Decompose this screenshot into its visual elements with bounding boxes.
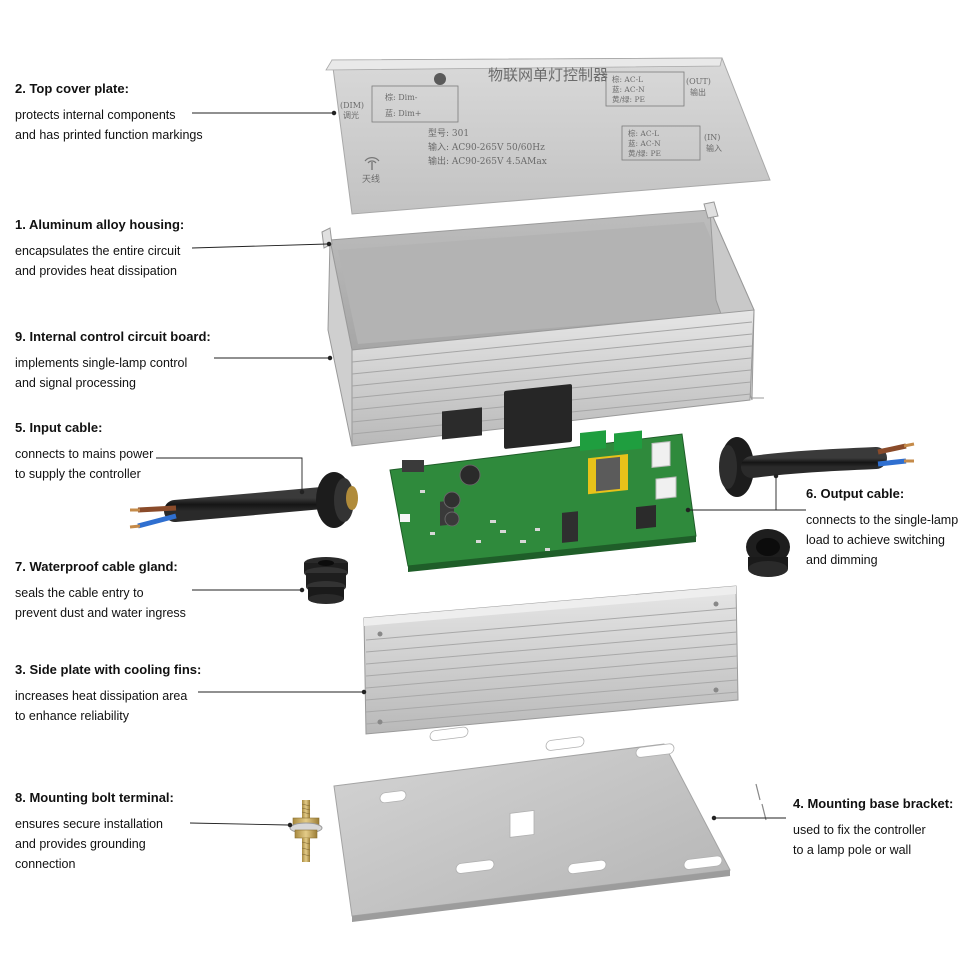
cover-product-name: 物联网单灯控制器: [488, 66, 608, 84]
callout-housing-desc-1: encapsulates the entire circuit: [15, 244, 181, 258]
cover-input-spec: 输入: AC90-265V 50/60Hz: [428, 141, 545, 153]
cover-in-n: 蓝: AC-N: [628, 138, 661, 148]
leader-lines: [156, 110, 806, 828]
callout-bolt: 8. Mounting bolt terminal: ensures secur…: [15, 790, 265, 874]
leader-bolt: [189, 822, 289, 826]
cover-dim-tag: (DIM): [340, 101, 364, 110]
callout-circuit-board-title: 9. Internal control circuit board:: [15, 329, 211, 344]
callout-input-cable: 5. Input cable: connects to mains power …: [15, 420, 265, 484]
cover-in-cn: 输入: [706, 143, 722, 153]
callout-bracket: 4. Mounting base bracket: used to fix th…: [793, 796, 960, 860]
callout-side-plate-title: 3. Side plate with cooling fins:: [15, 662, 202, 677]
callout-gland-desc-2: prevent dust and water ingress: [15, 606, 186, 620]
leader-output-cable: [775, 478, 806, 511]
cable-gland-right: [746, 529, 790, 577]
callout-top-cover: 2. Top cover plate: protects internal co…: [15, 81, 265, 145]
relay: [504, 384, 572, 449]
dark-chip-2: [562, 511, 578, 543]
mounting-bolt-terminal: [289, 800, 323, 862]
cover-out-tag: (OUT): [686, 77, 711, 86]
cover-out-pe: 黄/绿: PE: [612, 94, 645, 104]
capacitor-1: [459, 464, 481, 486]
cover-out-n: 蓝: AC-N: [612, 84, 645, 94]
leader-input-cable: [156, 457, 303, 490]
cover-in-l: 棕: AC-L: [628, 128, 659, 138]
capacitor-3: [444, 511, 460, 527]
callout-circuit-board: 9. Internal control circuit board: imple…: [15, 329, 265, 393]
cover-output-spec: 输出: AC90-265V 4.5AMax: [428, 155, 547, 167]
cover-hole: [434, 73, 446, 85]
capacitor-2: [443, 491, 461, 509]
callout-bracket-desc-1: used to fix the controller: [793, 823, 926, 837]
relay-2: [442, 407, 482, 440]
cover-out-box: [605, 71, 685, 107]
dark-chip-1: [636, 505, 656, 530]
callout-output-cable: 6. Output cable: connects to the single-…: [806, 486, 960, 570]
cover-antenna-label: 天线: [362, 173, 380, 185]
callout-top-cover-title: 2. Top cover plate:: [15, 81, 129, 96]
cover-in-pe: 黄/绿: PE: [628, 148, 661, 158]
callout-bolt-title: 8. Mounting bolt terminal:: [15, 790, 174, 805]
cover-out-l: 棕: AC-L: [612, 74, 643, 84]
callout-input-cable-desc-2: to supply the controller: [15, 467, 141, 481]
leader-housing: [191, 243, 328, 249]
smd-components: [420, 490, 550, 551]
cover-dim-cn: 调光: [343, 110, 359, 120]
callout-bolt-desc-2: and provides grounding: [15, 837, 146, 851]
input-cable: [129, 472, 358, 529]
cover-dim-blue: 蓝: Dim+: [385, 108, 422, 118]
cover-dim-box: [371, 85, 459, 123]
callout-bracket-desc-2: to a lamp pole or wall: [793, 843, 912, 857]
cable-gland-left: [304, 557, 348, 604]
callout-output-cable-desc-3: and dimming: [806, 553, 878, 567]
cover-in-box: [621, 125, 701, 161]
white-connector-1: [651, 441, 671, 469]
cover-model: 型号: 301: [428, 128, 469, 139]
callout-bolt-desc-1: ensures secure installation: [15, 817, 163, 831]
callout-top-cover-desc-2: and has printed function markings: [15, 128, 203, 142]
callout-output-cable-desc-1: connects to the single-lamp: [806, 513, 959, 527]
callout-bracket-title: 4. Mounting base bracket:: [793, 796, 954, 811]
callout-output-cable-desc-2: load to achieve switching: [806, 533, 945, 547]
callout-bolt-desc-3: connection: [15, 857, 76, 871]
callout-side-plate-desc-1: increases heat dissipation area: [15, 689, 188, 703]
green-terminal-2: [614, 430, 642, 452]
control-circuit-board: [389, 384, 697, 572]
callout-top-cover-desc-1: protects internal components: [15, 108, 176, 122]
output-cable: [719, 437, 915, 497]
callout-housing-title: 1. Aluminum alloy housing:: [15, 217, 185, 232]
callout-input-cable-title: 5. Input cable:: [15, 420, 103, 435]
cover-out-cn: 输出: [690, 87, 706, 97]
callout-housing: 1. Aluminum alloy housing: encapsulates …: [15, 217, 265, 281]
side-plate-cooling-fins: [363, 585, 739, 735]
transformer-core: [596, 456, 620, 492]
antenna-icon: [364, 157, 380, 170]
callout-output-cable-title: 6. Output cable:: [806, 486, 905, 501]
bracket-side-slot: [755, 783, 767, 821]
callout-circuit-board-desc-2: and signal processing: [15, 376, 136, 390]
callout-housing-desc-2: and provides heat dissipation: [15, 264, 177, 278]
callout-input-cable-desc-1: connects to mains power: [15, 447, 154, 461]
green-terminal-1: [580, 430, 606, 452]
header-pins: [402, 460, 424, 472]
cover-dim-brown: 棕: Dim-: [385, 92, 418, 102]
mounting-base-bracket: [333, 726, 767, 922]
callout-gland: 7. Waterproof cable gland: seals the cab…: [15, 559, 265, 623]
callout-gland-desc-1: seals the cable entry to: [15, 586, 144, 600]
white-connector-2: [655, 476, 677, 500]
top-cover-plate: 物联网单灯控制器 (DIM) 调光 棕: Dim- 蓝: Dim+ 棕: AC-…: [325, 57, 771, 215]
callout-circuit-board-desc-1: implements single-lamp control: [15, 356, 188, 370]
callout-gland-title: 7. Waterproof cable gland:: [15, 559, 178, 574]
callout-side-plate-desc-2: to enhance reliability: [15, 709, 129, 723]
cover-in-tag: (IN): [704, 133, 720, 142]
white-led: [400, 514, 410, 522]
callout-side-plate: 3. Side plate with cooling fins: increas…: [15, 662, 265, 726]
